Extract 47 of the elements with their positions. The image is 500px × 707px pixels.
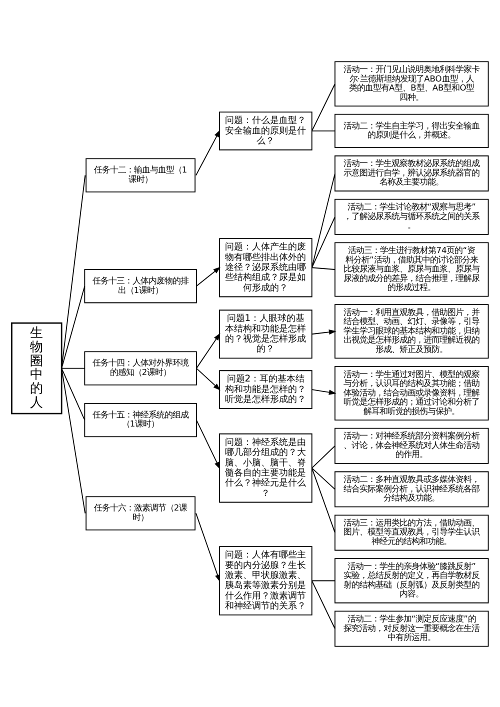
node-box: 活动一：开门见山说明奥地利科学家卡尔·兰德斯坦纳发现了ABO血型，人类的血型有A型、B型、AB型和O型四种。 bbox=[334, 60, 489, 106]
node-box: 问题：人体产生的废物有哪些排出体外的途径？泌尿系统由哪些结构组成？尿是如何形成的？ bbox=[219, 238, 312, 297]
connector bbox=[61, 367, 86, 368]
node-box: 问题：人体有哪些主要的内分泌腺？生长激素、甲状腺激素、胰岛素等激素分别是什么作用？激素调节和神经调节的关系？ bbox=[219, 546, 312, 615]
connector bbox=[311, 266, 336, 270]
node-box: 问题2：耳的基本结构和功能是怎样的？听觉是怎样形成的？ bbox=[219, 370, 312, 408]
connector bbox=[311, 580, 336, 581]
node-box: 任务十六：激素调节（2课时） bbox=[86, 496, 196, 530]
node-box: 问题：神经系统是由哪几部分组成的？大脑、小脑、脑干、脊髓各自的主要功能是什么？神经元是什么？ bbox=[219, 432, 312, 502]
node-box: 问题1：人眼球的基本结构和功能是怎样的？视觉是怎样形成的？ bbox=[219, 309, 312, 358]
node-box: 活动一：学生通过对图片、模型的观察与分析，认识耳的结构及其功能；借助体验活动，结合动画或录像资料，理解听觉是怎样形成的；通过讨论和分析了解耳和听觉的损伤与保护。 bbox=[334, 366, 489, 420]
connector bbox=[311, 580, 336, 629]
node-box: 活动二：学生讨论教材“观察与思考”，了解泌尿系统与循环系统之间的关系。 bbox=[334, 198, 489, 234]
node-box: 活动一：利用直观教具，借助图片，并结合模型、动画、幻灯、录像等，引导学生学习眼球的基本结构和功能，归纳出视觉是怎样形成的，进而理解近视的形成、矫正及预防。 bbox=[334, 304, 489, 358]
connector bbox=[61, 367, 86, 514]
connector bbox=[311, 444, 336, 468]
arrow bbox=[311, 388, 336, 394]
connector bbox=[311, 216, 336, 268]
connector bbox=[311, 467, 336, 490]
node-box: 任务十五：神经系统的组成（1课时） bbox=[84, 402, 197, 437]
connector bbox=[61, 367, 86, 420]
node-box: 活动三：运用类比的方法，借助动画、图片、模型等直观教具，引导学生认识神经元的结构和功能。 bbox=[334, 514, 489, 550]
node-box: 活动二：学生自主学习，得出安全输血的原则是什么，并概述。 bbox=[334, 113, 489, 148]
node-box: 任务十三：人体内废物的排出（1课时） bbox=[84, 268, 197, 303]
arrow bbox=[196, 419, 220, 469]
node-box: 活动三：学生进行教材第74页的“资料分析”活动，借助其中的讨论部分来比较尿液与血浆、原尿与血浆、原尿与尿液的成分的差异，结合推理，理解尿的形成过程。 bbox=[334, 242, 489, 296]
connector bbox=[61, 285, 86, 368]
node-box: 活动二：学生参加“测定反应速度”的探究活动，对反射这一重要概念在生活中有所运用。 bbox=[334, 610, 489, 646]
arrow bbox=[196, 332, 220, 368]
node-box: 活动二：多种直观教具或多媒体资料，结合实际案例分析，认识神经系统各部分结构及功能。 bbox=[334, 470, 489, 507]
connector bbox=[311, 130, 336, 131]
node-box: 生物圈中的人 bbox=[11, 322, 62, 414]
arrow bbox=[196, 129, 220, 176]
node-box: 问题：什么是血型？安全输血的原则是什么？ bbox=[219, 111, 312, 150]
arrow bbox=[311, 329, 336, 334]
node-box: 活动一：学生的亲身体验“膝跳反射”实验，总结反射的定义，再自学教材反射的结构基础（反射弧）及反射类型的内容。 bbox=[334, 558, 489, 603]
connector bbox=[311, 172, 336, 268]
connector bbox=[61, 174, 86, 368]
node-box: 任务十二：输血与血型（1课时） bbox=[86, 158, 196, 192]
connector bbox=[311, 467, 336, 533]
node-box: 活动一：对神经系统部分资料案例分析、讨论，体会神经系统对人体生命活动的作用。 bbox=[334, 427, 489, 464]
connector bbox=[311, 82, 336, 131]
node-box: 活动一：学生观察教材泌尿系统的组成示意图进行自学，辨认泌尿系统器官的名称及主要功能。 bbox=[334, 154, 489, 191]
node-box: 任务十四：人体对外界环境的感知（2课时） bbox=[84, 350, 197, 385]
arrow bbox=[196, 266, 221, 286]
arrow bbox=[196, 367, 221, 390]
arrow bbox=[196, 512, 220, 582]
